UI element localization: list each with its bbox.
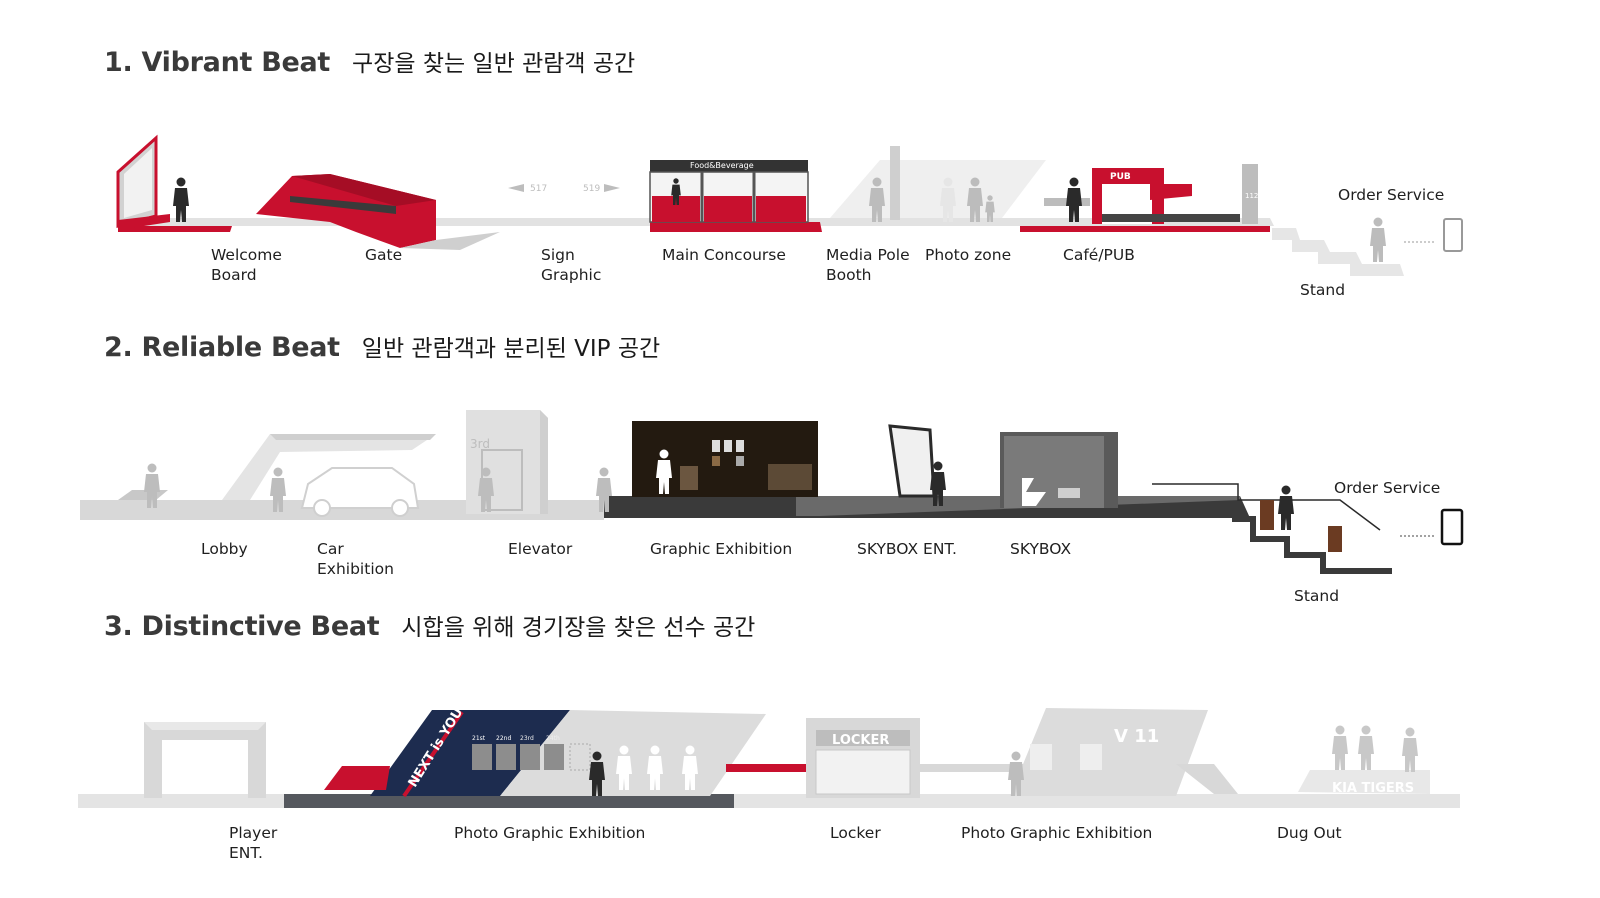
label-main-concourse: Main Concourse xyxy=(662,246,786,264)
label-media-pole-booth: Media Pole Booth xyxy=(826,246,910,284)
label-locker: Locker xyxy=(830,824,881,842)
spectator-figure xyxy=(1278,485,1294,530)
player-figure xyxy=(1358,725,1374,770)
row-reliable-beat: 3rd xyxy=(80,410,1464,574)
label-welcome-board: Welcome Board xyxy=(211,246,282,284)
elevator: 3rd xyxy=(466,410,548,514)
row-vibrant-beat: 517 519 Food&Beverage xyxy=(116,134,1463,276)
player-figure xyxy=(1332,725,1348,770)
year-label: 22nd xyxy=(496,735,511,742)
section-title-en: 2. Reliable Beat xyxy=(104,332,340,363)
floor-red-strip xyxy=(118,226,232,232)
label-order-service: Order Service xyxy=(1334,479,1441,497)
gate-number: 112 xyxy=(1245,192,1258,200)
photo-exhibition-gray: V 11 xyxy=(920,708,1238,796)
player-figure xyxy=(1402,727,1418,772)
championship-mark: V 11 xyxy=(1114,726,1159,747)
floor-red-strip xyxy=(1020,226,1270,232)
section-title-en: 1. Vibrant Beat xyxy=(104,47,331,78)
skybox-entrance xyxy=(888,424,936,498)
label-gate: Gate xyxy=(365,246,403,264)
floor-red-strip xyxy=(650,222,822,232)
stall-sign: Food&Beverage xyxy=(690,161,754,170)
label-dug-out: Dug Out xyxy=(1277,824,1342,842)
floor-dark xyxy=(284,794,734,808)
visitor-figure xyxy=(1066,177,1082,222)
label-car-exhibition: Car Exhibition xyxy=(317,540,394,578)
pub-sign: PUB xyxy=(1110,172,1131,182)
stand-steps xyxy=(1272,228,1404,276)
sign-number: 519 xyxy=(583,184,600,194)
year-label: 23rd xyxy=(520,735,534,742)
car-exhibition xyxy=(222,434,436,517)
row-distinctive-beat: NEXT is YOU! 21st 22nd 23rd 24th LOCKER xyxy=(78,700,1460,808)
section-title-ko: 구장을 찾는 일반 관람객 공간 xyxy=(352,51,636,77)
stand-steps-dark xyxy=(1152,483,1392,574)
label-elevator: Elevator xyxy=(508,540,573,558)
label-skybox-ent: SKYBOX ENT. xyxy=(857,540,957,558)
player-entrance-gate xyxy=(144,722,266,798)
section-title-1: 1. Vibrant Beat 구장을 찾는 일반 관람객 공간 xyxy=(104,44,635,78)
label-lobby: Lobby xyxy=(201,540,248,558)
dug-out: KIA TIGERS xyxy=(1298,770,1430,796)
label-skybox: SKYBOX xyxy=(1010,540,1072,558)
year-label: 24th xyxy=(546,735,560,742)
lobby-bench xyxy=(118,490,168,500)
label-graphic-exhibition: Graphic Exhibition xyxy=(650,540,793,558)
label-photo-zone: Photo zone xyxy=(925,246,1012,264)
spectator-figure xyxy=(1370,217,1386,262)
label-sign-graphic: Sign Graphic xyxy=(541,246,602,284)
media-pole-booth xyxy=(830,146,1046,220)
phone-icon xyxy=(1440,508,1464,546)
phone-icon xyxy=(1443,218,1463,252)
gate-structure xyxy=(256,174,500,250)
label-order-service: Order Service xyxy=(1338,186,1445,204)
floor-indicator: 3rd xyxy=(470,437,490,451)
label-stand: Stand xyxy=(1294,587,1340,605)
locker-sign: LOCKER xyxy=(832,733,889,748)
cafe-pub: PUB 112 xyxy=(1044,164,1258,224)
label-stand: Stand xyxy=(1300,281,1346,299)
label-cafe-pub: Café/PUB xyxy=(1063,246,1135,264)
section-title-2: 2. Reliable Beat 일반 관람객과 분리된 VIP 공간 xyxy=(104,329,660,363)
label-photo-graphic-exhibition-2: Photo Graphic Exhibition xyxy=(961,824,1153,842)
year-label: 21st xyxy=(472,735,486,742)
locker: LOCKER xyxy=(806,718,920,798)
label-player-ent: Player ENT. xyxy=(229,824,278,862)
label-photo-graphic-exhibition: Photo Graphic Exhibition xyxy=(454,824,646,842)
photo-exhibition-navy: NEXT is YOU! 21st 22nd 23rd 24th xyxy=(324,700,806,798)
sign-number: 517 xyxy=(530,184,547,194)
sign-graphic: 517 519 xyxy=(508,184,620,194)
section-title-3: 3. Distinctive Beat 시합을 위해 경기장을 찾은 선수 공간 xyxy=(104,608,755,642)
visitor-figure xyxy=(173,177,189,222)
section-title-ko: 일반 관람객과 분리된 VIP 공간 xyxy=(361,336,661,362)
team-sign: KIA TIGERS xyxy=(1332,781,1414,796)
section-title-ko: 시합을 위해 경기장을 찾은 선수 공간 xyxy=(401,615,756,641)
section-title-en: 3. Distinctive Beat xyxy=(104,611,380,642)
skybox xyxy=(1000,432,1118,508)
welcome-board xyxy=(116,134,170,230)
